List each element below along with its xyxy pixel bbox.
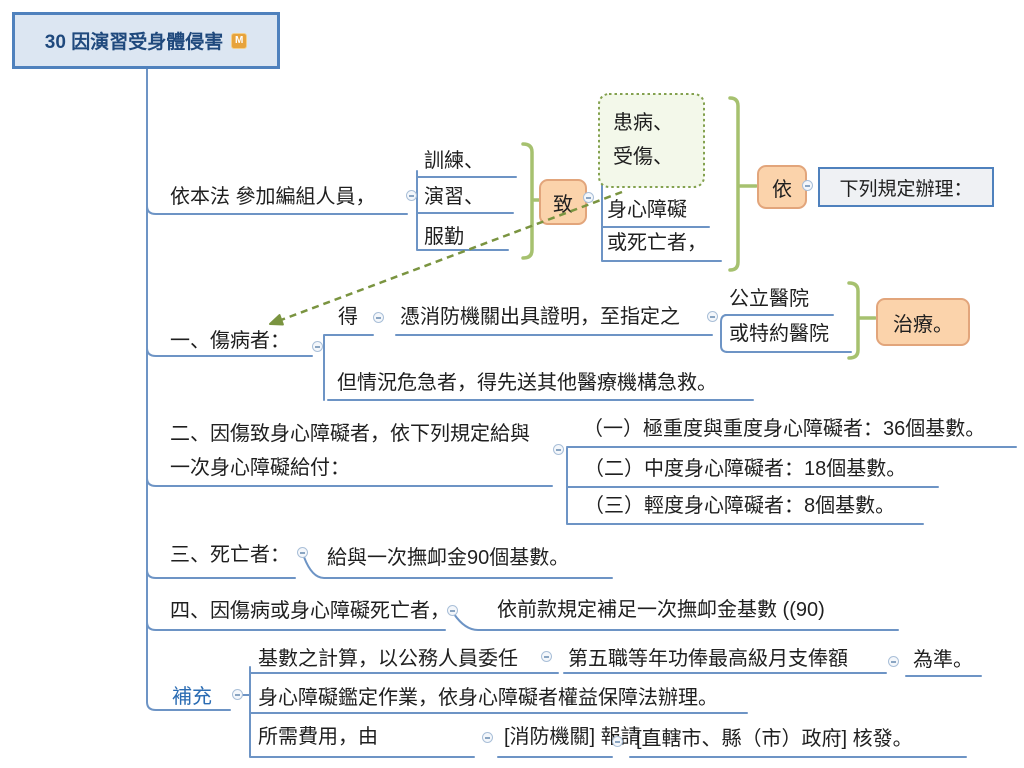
collapse-icon[interactable] [888,656,899,667]
bracket-hospital-group [847,281,877,360]
node-moderate-18[interactable]: （二）中度身心障礙者：18個基數。 [584,458,907,480]
root-topic[interactable]: 30 因演習受身體侵害 M [12,12,280,69]
node-treatment-label: 治療。 [893,313,953,336]
node-rules-label: 下列規定辦理： [839,178,973,200]
node-cause-label: 致 [553,193,573,216]
collapse-icon[interactable] [802,180,813,191]
node-expenses[interactable]: 所需費用，由 [258,726,378,748]
node-training[interactable]: 訓練、 [424,150,484,172]
node-contract-hospital[interactable]: 或特約醫院 [729,323,829,345]
node-public-hospital[interactable]: 公立醫院 [729,288,809,310]
collapse-icon[interactable] [482,732,493,743]
collapse-icon[interactable] [297,547,308,558]
collapse-icon[interactable] [232,689,243,700]
node-severe-36[interactable]: （一）極重度與重度身心障礙者：36個基數。 [583,418,986,440]
collapse-icon[interactable] [406,190,417,201]
node-disability[interactable]: 身心障礙 [607,199,687,221]
node-base-calc[interactable]: 基數之計算，以公務人員委任 [258,648,518,670]
collapse-icon[interactable] [373,312,384,323]
node-pension-90[interactable]: 給與一次撫卹金90個基數。 [327,547,570,569]
collapse-icon[interactable] [612,736,623,747]
node-emergency[interactable]: 但情況危急者，得先送其他醫療機構急救。 [337,372,717,394]
node-grade5-salary[interactable]: 第五職等年功俸最高級月支俸額 [568,648,848,670]
topic-injured-person[interactable]: 一、傷病者： [170,330,290,352]
collapse-icon[interactable] [583,192,594,203]
root-topic-label: 30 因演習受身體侵害 [44,32,224,53]
collapse-icon[interactable] [707,311,718,322]
collapse-icon[interactable] [312,341,323,352]
node-injury[interactable]: 受傷、 [613,146,673,168]
node-per-label: 依 [772,178,792,201]
node-certificate[interactable]: 憑消防機關出具證明，至指定之 [400,306,680,328]
node-cause-box[interactable]: 致 [539,179,587,225]
node-treatment-box[interactable]: 治療。 [876,298,970,346]
node-per-box[interactable]: 依 [757,165,807,209]
topic-disability-payment[interactable]: 二、因傷致身心障礙者，依下列規定給與 一次身心障礙給付： [170,423,530,479]
underline-topic4 [146,569,296,579]
node-mild-8[interactable]: （三）輕度身心障礙者：8個基數。 [584,495,896,517]
node-rules-box[interactable]: 下列規定辦理： [818,167,994,207]
collapse-icon[interactable] [447,605,458,616]
collapse-icon[interactable] [541,651,552,662]
bracket-train-group [521,142,542,260]
node-as-standard[interactable]: 為準。 [913,649,973,671]
collapse-icon[interactable] [553,444,564,455]
node-sickness[interactable]: 患病、 [613,112,673,134]
node-fire-agency[interactable]: [消防機關] 報請 [504,726,641,748]
node-topup-pension[interactable]: 依前款規定補足一次撫卹金基數 ((90) [497,599,825,621]
topic-deceased[interactable]: 三、死亡者： [170,544,290,566]
topic-death-after[interactable]: 四、因傷病或身心障礙死亡者， [170,600,450,622]
node-drill[interactable]: 演習、 [424,186,484,208]
node-disability-assessment[interactable]: 身心障礙鑑定作業，依身心障礙者權益保障法辦理。 [258,687,718,709]
node-death[interactable]: 或死亡者， [607,232,707,254]
topic-supplement[interactable]: 補充 [172,686,212,708]
bracket-harm-group [728,96,758,272]
node-duty[interactable]: 服勤 [424,226,464,248]
marker-icon-m[interactable]: M [231,32,248,49]
node-city-government[interactable]: [直轄市、縣（市）政府] 核發。 [636,728,913,750]
topic-members[interactable]: 依本法 參加編組人員， [170,186,376,208]
node-may[interactable]: 得 [338,306,358,328]
group-outline-sickness [598,93,705,188]
